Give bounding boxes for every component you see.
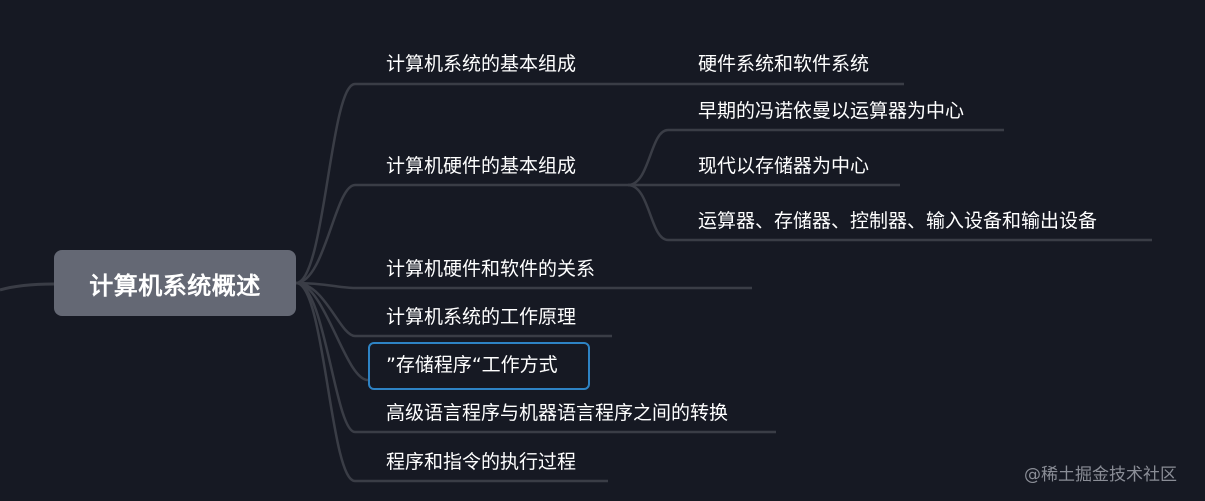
child-node-1-0[interactable]: 早期的冯诺依曼以运算器为中心 bbox=[698, 100, 965, 122]
connector-branch-4 bbox=[295, 281, 369, 382]
selected-node-highlight[interactable] bbox=[368, 342, 590, 390]
child-node-0-0[interactable]: 硬件系统和软件系统 bbox=[698, 53, 870, 75]
branch-node-1[interactable]: 计算机硬件的基本组成 bbox=[386, 155, 577, 177]
connector-branch-0 bbox=[295, 82, 356, 285]
child-node-1-1[interactable]: 现代以存储器为中心 bbox=[698, 155, 870, 177]
branch-node-0[interactable]: 计算机系统的基本组成 bbox=[386, 53, 577, 75]
root-incoming-connector bbox=[0, 282, 55, 292]
connector-branch-6 bbox=[295, 281, 356, 483]
branch-node-5[interactable]: 高级语言程序与机器语言程序之间的转换 bbox=[386, 402, 729, 424]
root-node[interactable]: 计算机系统概述 bbox=[54, 250, 296, 316]
branch-node-3[interactable]: 计算机系统的工作原理 bbox=[386, 306, 577, 328]
watermark: @稀土掘金技术社区 bbox=[1024, 465, 1177, 485]
branch-node-4[interactable]: ”存储程序“工作方式 bbox=[386, 354, 558, 376]
branch-node-2[interactable]: 计算机硬件和软件的关系 bbox=[386, 258, 596, 280]
child-node-1-2[interactable]: 运算器、存储器、控制器、输入设备和输出设备 bbox=[698, 210, 1098, 232]
connector-child-1-2 bbox=[627, 183, 669, 242]
connector-branch-1 bbox=[295, 183, 356, 285]
connector-child-1-0 bbox=[627, 128, 669, 187]
branch-node-6[interactable]: 程序和指令的执行过程 bbox=[386, 451, 577, 473]
